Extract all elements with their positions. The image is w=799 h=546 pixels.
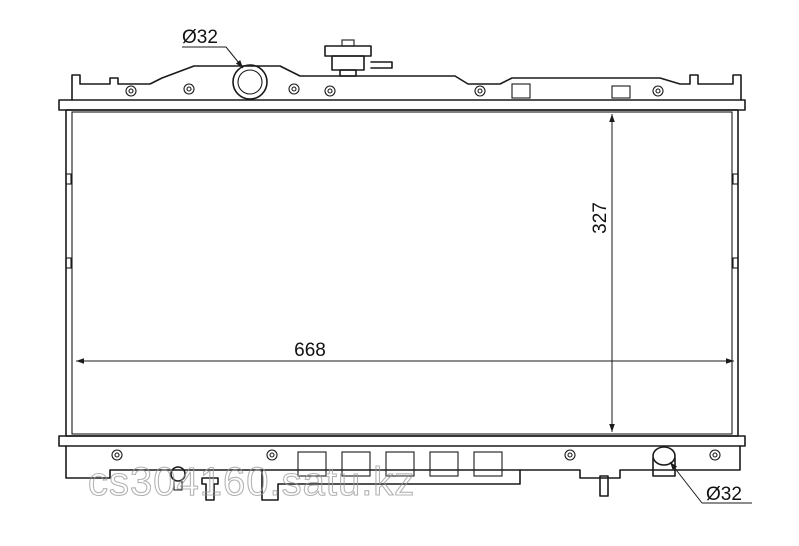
bottom-tank (58, 435, 746, 501)
radiator-cap (324, 39, 393, 77)
bottom-tank-flange (58, 435, 746, 447)
radiator-core (65, 109, 739, 437)
outlet-diameter-callout: Ø32 (669, 461, 752, 505)
inlet-diameter-label: Ø32 (182, 27, 218, 48)
top-tank (58, 65, 746, 111)
outlet-diameter-label: Ø32 (706, 484, 742, 505)
height-label: 327 (590, 202, 611, 234)
watermark-text: cs304160.satu.kz (88, 460, 415, 504)
inlet-pipe (232, 64, 268, 100)
height-dimension: 327 (590, 114, 615, 432)
width-label: 668 (294, 340, 326, 361)
top-tank-flange (58, 99, 746, 111)
inlet-diameter-callout: Ø32 (182, 27, 244, 69)
width-dimension: 668 (76, 340, 734, 364)
outlet-pipe (652, 446, 676, 477)
